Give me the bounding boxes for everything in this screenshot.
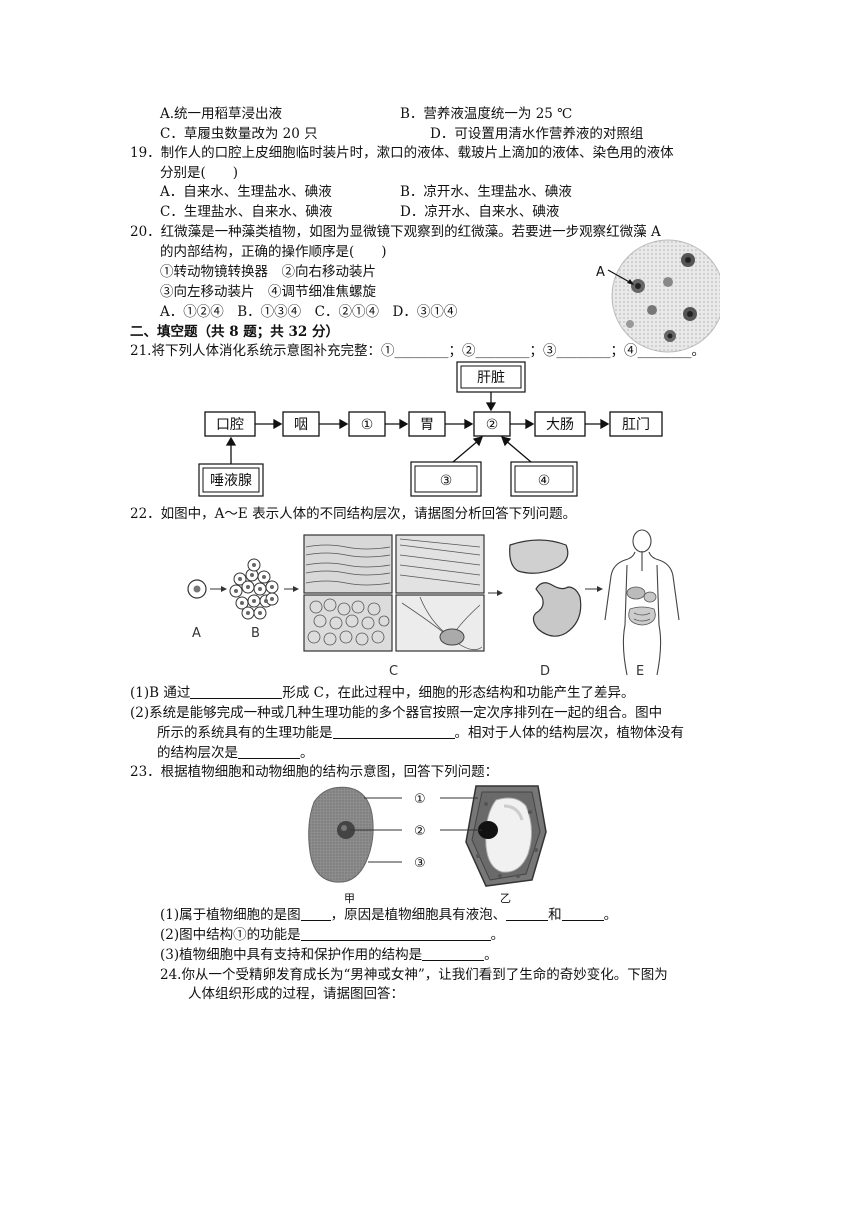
- label-level-e: E: [636, 664, 644, 679]
- q20-stem-line1: 20．红微藻是一种藻类植物，如图为显微镜下观察到的红微藻。若要进一步观察红微藻 …: [130, 224, 661, 240]
- box-stomach: 胃: [420, 417, 434, 433]
- q20-step-line2: ③向左移动装片 ④调节细准焦螺旋: [160, 284, 376, 300]
- q23-part3-text-a: (3)植物细胞中具有支持和保护作用的结构是: [160, 947, 423, 963]
- q19-stem-line2: 分别是( ): [160, 165, 239, 181]
- q22-part2-line3: 的结构层次是 。: [157, 744, 314, 762]
- label-structure-3: ③: [414, 856, 426, 871]
- box-blank-2: ②: [486, 417, 499, 433]
- box-blank-4: ④: [538, 473, 551, 489]
- q22-blank-2[interactable]: [332, 724, 455, 739]
- q19-stem-line1: 19．制作人的口腔上皮细胞临时装片时，漱口的液体、载玻片上滴加的液体、染色用的液…: [130, 145, 674, 161]
- q20-stem-line2: 的内部结构，正确的操作顺序是( ): [160, 244, 387, 260]
- box-mouth: 口腔: [216, 417, 244, 433]
- q23-part1: (1)属于植物细胞的是图 ，原因是植物细胞具有液泡、 和 。: [160, 906, 617, 924]
- digestive-system-diagram: 肝脏 口腔 咽 ① 胃 ② 大肠 肛门 唾液腺 ③ ④: [198, 361, 663, 497]
- section-title-fill-in: 二、填空题（共 8 题；共 32 分）: [130, 324, 339, 340]
- q19-option-b: B．凉开水、生理盐水、碘液: [400, 184, 572, 200]
- q23-blank-5[interactable]: [422, 946, 485, 961]
- q24-stem-line2: 人体组织形成的过程，请据图回答：: [188, 986, 404, 1002]
- label-cell-yi: 乙: [500, 892, 511, 904]
- q18-option-c: C．草履虫数量改为 20 只: [160, 126, 318, 142]
- q22-part2-text-b: 。相对于人体的结构层次，植物体没有: [454, 725, 685, 741]
- box-blank-1: ①: [361, 417, 374, 433]
- q22-part2-text-d: 。: [300, 745, 314, 761]
- box-pharynx: 咽: [294, 417, 308, 433]
- label-structure-1: ①: [414, 792, 426, 807]
- q23-part2: (2)图中结构①的功能是 。: [160, 926, 504, 944]
- q22-part2-line1: (2)系统是能够完成一种或几种生理功能的多个器官按照一定次序排列在一起的组合。图…: [130, 705, 663, 721]
- q22-part1: (1)B 通过 形成 C，在此过程中，细胞的形态结构和功能产生了差异。: [130, 684, 634, 702]
- q22-stem: 22．如图中，A～E 表示人体的不同结构层次，请据图分析回答下列问题。: [130, 506, 577, 522]
- box-anus: 肛门: [622, 417, 650, 433]
- q22-part2-line2: 所示的系统具有的生理功能是 。相对于人体的结构层次，植物体没有: [157, 724, 684, 742]
- q19-option-a: A．自来水、生理盐水、碘液: [160, 184, 332, 200]
- label-level-c: C: [389, 664, 398, 679]
- box-salivary-gland: 唾液腺: [210, 473, 252, 489]
- q18-option-b: B．营养液温度统一为 25 ℃: [400, 106, 573, 122]
- q22-part2-text-c: 的结构层次是: [157, 745, 238, 761]
- q23-blank-3[interactable]: [561, 906, 604, 921]
- box-blank-3: ③: [440, 473, 453, 489]
- q24-stem-line1: 24.你从一个受精卵发育成长为“男神或女神”，让我们看到了生命的奇妙变化。下图为: [160, 967, 668, 983]
- red-microalgae-micrograph: A: [596, 239, 720, 353]
- plant-animal-cell-diagram: ① ② ③ 甲 乙: [308, 785, 547, 904]
- q22-blank-1[interactable]: [190, 684, 283, 699]
- q23-part2-text-a: (2)图中结构①的功能是: [160, 927, 301, 943]
- q21-stem: 21.将下列人体消化系统示意图补充完整：①________；②________；…: [130, 343, 705, 359]
- q18-option-a: A.统一用稻草浸出液: [160, 106, 283, 122]
- label-level-b: B: [251, 626, 260, 641]
- q23-stem: 23．根据植物细胞和动物细胞的结构示意图，回答下列问题：: [130, 764, 499, 780]
- q23-part3: (3)植物细胞中具有支持和保护作用的结构是 。: [160, 946, 498, 964]
- q22-blank-3[interactable]: [238, 744, 300, 759]
- q23-blank-2[interactable]: [506, 906, 549, 921]
- q23-part1-text-c: 和: [548, 907, 562, 923]
- q23-part2-text-b: 。: [490, 927, 505, 943]
- q20-step-line1: ①转动物镜转换器 ②向右移动装片: [160, 264, 376, 280]
- q23-part1-text-d: 。: [603, 907, 618, 923]
- q19-option-c: C．生理盐水、自来水、碘液: [160, 204, 333, 220]
- q18-option-d: D．可设置用清水作营养液的对照组: [430, 126, 644, 142]
- body-structure-levels-diagram: A B C D E: [187, 529, 680, 679]
- label-cell-jia: 甲: [344, 892, 355, 904]
- q22-part1-text-b: 形成 C，在此过程中，细胞的形态结构和功能产生了差异。: [282, 685, 635, 701]
- q22-part2-text-a: 所示的系统具有的生理功能是: [157, 725, 333, 741]
- q19-option-d: D．凉开水、自来水、碘液: [400, 204, 560, 220]
- label-level-d: D: [540, 664, 550, 679]
- label-structure-2: ②: [414, 824, 426, 839]
- q23-blank-4[interactable]: [300, 926, 491, 941]
- q23-part1-text-b: ，原因是植物细胞具有液泡、: [330, 907, 507, 923]
- q22-part1-text-a: (1)B 通过: [130, 685, 191, 701]
- q23-part1-text-a: (1)属于植物细胞的是图: [160, 907, 301, 923]
- q23-blank-1[interactable]: [300, 906, 331, 921]
- label-level-a: A: [192, 626, 201, 641]
- q20-options: A．①②④ B．①③④ C．②①④ D．③①④: [160, 304, 458, 320]
- box-large-intestine: 大肠: [546, 417, 574, 433]
- box-liver: 肝脏: [477, 370, 505, 386]
- q23-part3-text-b: 。: [484, 947, 498, 963]
- label-a: A: [596, 265, 605, 280]
